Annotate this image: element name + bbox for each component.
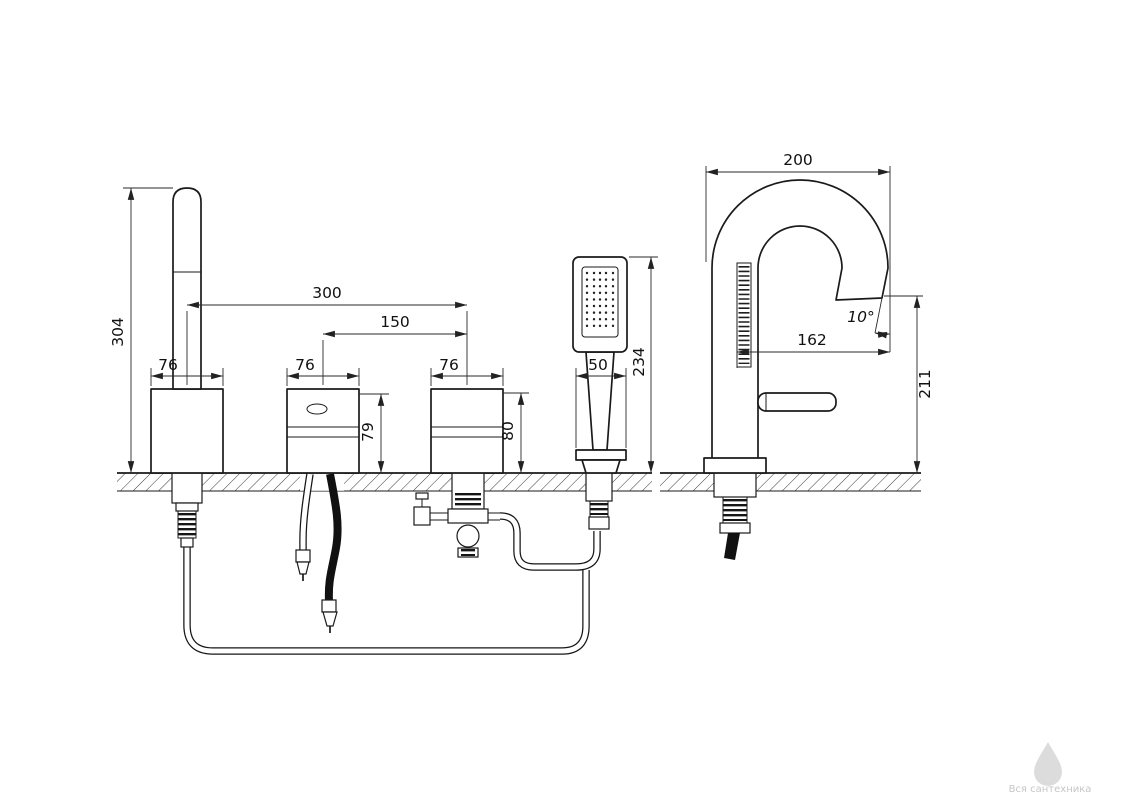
handshower-tail [585, 472, 613, 530]
dim-76-valve1-label: 76 [295, 356, 315, 374]
dims-front: 304 300 150 76 [109, 187, 658, 473]
dim-300-label: 300 [312, 284, 342, 302]
underdeck-front [171, 472, 613, 655]
dim-162-label: 162 [797, 331, 827, 349]
dim-76-valve2: 76 [430, 356, 504, 386]
dim-angle-label: 10° [847, 308, 874, 326]
watermark-drop-icon [1034, 742, 1062, 786]
spout-tail [171, 472, 203, 548]
dim-234-label: 234 [630, 347, 648, 377]
dims-side: 200 10° 162 211 [705, 151, 934, 473]
dim-79-label: 79 [359, 422, 377, 442]
supply-hose-black [321, 473, 342, 633]
dim-50-label: 50 [588, 356, 608, 374]
underdeck-side [713, 472, 757, 560]
watermark: Вся сантехника [1009, 742, 1092, 795]
dim-200-label: 200 [783, 151, 813, 169]
dim-76-valve1: 76 [286, 356, 360, 386]
dim-76-spout-label: 76 [158, 356, 178, 374]
valve-body-2 [430, 388, 504, 474]
dim-150: 150 [322, 313, 467, 385]
gooseneck-spout-side [703, 179, 889, 474]
supply-hose-light [295, 473, 314, 581]
lever-handle-side [757, 392, 837, 412]
underdeck-lever [724, 533, 740, 560]
dim-304: 304 [109, 187, 173, 473]
dim-304-label: 304 [109, 317, 127, 347]
dim-211-label: 211 [916, 369, 934, 399]
dim-300: 300 [186, 284, 468, 385]
watermark-text: Вся сантехника [1009, 784, 1092, 795]
dim-76-valve2-label: 76 [439, 356, 459, 374]
dim-234: 234 [629, 256, 658, 473]
side-view: 200 10° 162 211 [660, 151, 934, 560]
front-view: 304 300 150 76 [109, 187, 658, 655]
spout-front [150, 187, 224, 474]
handshower-hose-loop [183, 546, 590, 655]
dim-76-spout: 76 [150, 356, 224, 386]
deck-hatch-right [660, 472, 921, 492]
dim-150-label: 150 [380, 313, 410, 331]
dim-200: 200 [705, 151, 891, 262]
dim-211: 211 [884, 295, 934, 473]
diverter-valve [413, 472, 500, 558]
dim-80: 80 [499, 392, 529, 473]
dim-79: 79 [359, 393, 389, 473]
valve-body-1 [286, 388, 360, 474]
diverter-to-shower-hose [499, 512, 601, 571]
dim-80-label: 80 [499, 421, 517, 441]
dim-50: 50 [575, 356, 627, 448]
handshower-holder [575, 449, 627, 474]
angle-annotation: 10° [847, 262, 891, 352]
handshower-head [572, 256, 628, 353]
base-escutcheon [703, 457, 767, 474]
handshower-side-strip [736, 262, 752, 368]
dim-162: 162 [736, 331, 890, 368]
